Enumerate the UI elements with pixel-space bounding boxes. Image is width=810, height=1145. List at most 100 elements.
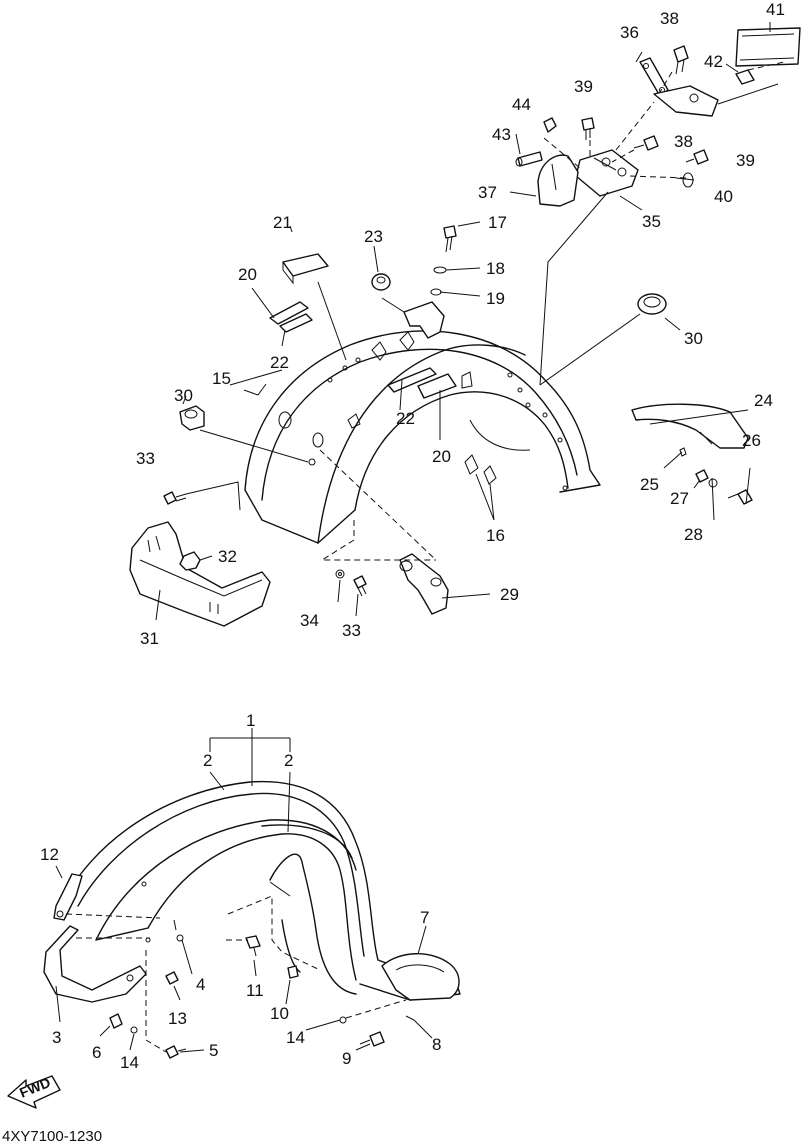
bracket-upper-mount: [381, 297, 445, 339]
nut-part-42: [735, 69, 755, 85]
callout-20b: 20: [432, 447, 451, 466]
nut-part-10: [287, 965, 299, 979]
bracket-part-29: [399, 553, 449, 615]
nut-part-44: [543, 117, 557, 133]
callout-32: 32: [218, 547, 237, 566]
strip-part-22-right: [387, 367, 437, 393]
forward-arrow-icon: FWD: [7, 1074, 61, 1109]
callout-18: 18: [486, 259, 505, 278]
bracket-part-38-top: [673, 45, 689, 75]
callout-9: 9: [342, 1049, 351, 1068]
front-fender-assembly: [43, 728, 461, 1059]
callout-41: 41: [766, 0, 785, 19]
nut-part-32: [179, 551, 201, 571]
callout-labels: 1 2 2 3 4 5 6 7 8 9 10 11 12 13 14 14 15…: [40, 0, 785, 1072]
collar-part-25: [679, 447, 687, 457]
bolt-part-17: [443, 225, 457, 253]
grommet-part-30-right: [637, 293, 667, 315]
bolt-part-11: [245, 935, 261, 957]
callout-39b: 39: [736, 151, 755, 170]
plate-part-41: [735, 27, 801, 67]
hinge-part-35: [575, 149, 639, 197]
plate-part-36: [639, 57, 669, 97]
callout-33b: 33: [342, 621, 361, 640]
bolt-part-33-left: [163, 491, 187, 505]
callout-31: 31: [140, 629, 159, 648]
callout-10: 10: [270, 1004, 289, 1023]
stay-part-3: [43, 925, 147, 1003]
callout-6: 6: [92, 1043, 101, 1062]
callout-42: 42: [704, 52, 723, 71]
stay-part-24: [631, 403, 749, 449]
bolt-part-39-top: [581, 117, 595, 140]
diagram-code: 4XY7100-1230: [2, 1128, 102, 1145]
strip-part-22-left: [279, 313, 313, 333]
washer-part-14-left: [130, 1026, 138, 1034]
callout-3: 3: [52, 1028, 61, 1047]
cover-part-37: [537, 154, 579, 207]
callout-16: 16: [486, 526, 505, 545]
callout-35: 35: [642, 212, 661, 231]
callout-17: 17: [488, 213, 507, 232]
washer-part-34: [335, 569, 345, 579]
callout-7: 7: [420, 908, 429, 927]
bolt-part-26: [727, 489, 753, 505]
front-fender-part-1: [57, 780, 461, 1001]
grommet-part-30-left: [179, 405, 205, 431]
callout-8: 8: [432, 1035, 441, 1054]
callout-44: 44: [512, 95, 531, 114]
bolt-part-38-mid: [633, 135, 659, 151]
callout-38a: 38: [660, 9, 679, 28]
callout-33a: 33: [136, 449, 155, 468]
reflector-part-16: [464, 454, 497, 485]
callout-25: 25: [640, 475, 659, 494]
callout-15: 15: [212, 369, 231, 388]
washer-part-28: [708, 478, 718, 488]
callout-21: 21: [273, 213, 292, 232]
callout-19: 19: [486, 289, 505, 308]
callout-14a: 14: [120, 1053, 139, 1072]
nut-part-27: [695, 469, 709, 483]
callout-2a: 2: [203, 751, 212, 770]
callout-36: 36: [620, 23, 639, 42]
pad-part-21: [282, 253, 329, 285]
callout-39a: 39: [574, 77, 593, 96]
collar-part-4: [176, 934, 184, 942]
callout-23: 23: [364, 227, 383, 246]
callout-13: 13: [168, 1009, 187, 1028]
callout-22b: 22: [396, 409, 415, 428]
washer-part-18: [433, 266, 447, 274]
callout-22a: 22: [270, 353, 289, 372]
callout-29: 29: [500, 585, 519, 604]
callout-28: 28: [684, 525, 703, 544]
stay-part-7: [381, 953, 460, 1001]
callout-14b: 14: [286, 1028, 305, 1047]
collar-part-43: [515, 151, 543, 167]
callout-38b: 38: [674, 132, 693, 151]
callout-20a: 20: [238, 265, 257, 284]
rear-fender-assembly: [129, 22, 801, 627]
callout-30a: 30: [684, 329, 703, 348]
bolt-part-33-lower: [353, 575, 367, 597]
callout-30b: 30: [174, 386, 193, 405]
cover-part-31: [129, 521, 271, 627]
callout-5: 5: [209, 1041, 218, 1060]
stay-part-12: [53, 873, 83, 921]
mount-plate-upper: [653, 85, 719, 117]
callout-43: 43: [492, 125, 511, 144]
washer-part-14-right: [339, 1016, 347, 1024]
callout-12: 12: [40, 845, 59, 864]
callout-34: 34: [300, 611, 319, 630]
callout-27: 27: [670, 489, 689, 508]
strip-part-20-left: [269, 301, 309, 325]
grommet-part-23: [371, 273, 391, 291]
nut-part-6: [109, 1013, 123, 1029]
bolt-part-13: [165, 971, 179, 985]
callout-4: 4: [196, 975, 205, 994]
bolt-part-5: [165, 1045, 187, 1059]
callout-11: 11: [246, 981, 264, 1000]
callout-24: 24: [754, 391, 773, 410]
callout-26: 26: [742, 431, 761, 450]
callout-37: 37: [478, 183, 497, 202]
